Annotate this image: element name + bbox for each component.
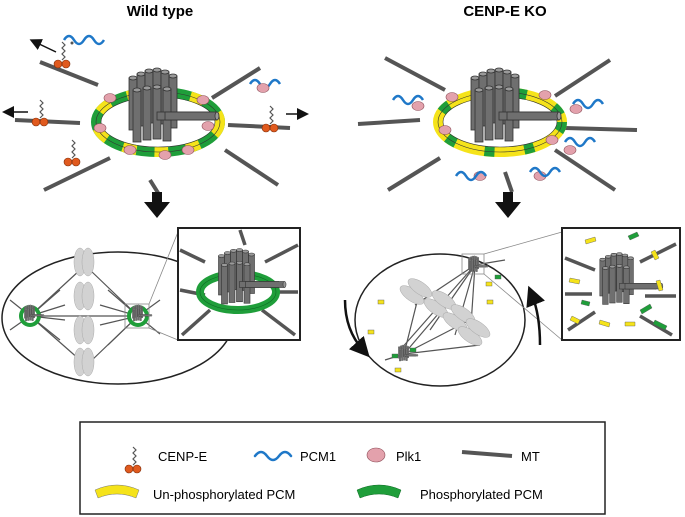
rotation-arrow-icon bbox=[343, 299, 370, 358]
legend-pcm1-label: PCM1 bbox=[300, 449, 336, 464]
wt-inset bbox=[177, 227, 301, 341]
ko-cell bbox=[343, 231, 563, 387]
legend: CENP-E PCM1 Plk1 MT Un-phosphorylated PC… bbox=[79, 421, 606, 515]
legend-plk1-label: Plk1 bbox=[396, 449, 421, 464]
legend-mt-label: MT bbox=[521, 449, 540, 464]
legend-pcm1-icon bbox=[253, 450, 293, 462]
ko-inset bbox=[561, 227, 681, 341]
legend-phos-label: Phosphorylated PCM bbox=[420, 487, 543, 502]
legend-unphos-label: Un-phosphorylated PCM bbox=[153, 487, 295, 502]
arrow-down-icon bbox=[144, 192, 170, 218]
legend-plk1-icon bbox=[366, 447, 386, 463]
legend-phos-icon bbox=[356, 484, 402, 499]
legend-unphos-icon bbox=[94, 484, 140, 499]
rotation-arrow-icon bbox=[526, 285, 545, 346]
legend-mt-icon bbox=[461, 450, 513, 458]
ko-top-scene bbox=[357, 56, 638, 193]
left-panel-title: Wild type bbox=[127, 3, 194, 20]
right-panel-title: CENP-E KO bbox=[463, 3, 547, 20]
wt-top-scene bbox=[2, 34, 309, 198]
wt-cell bbox=[1, 231, 235, 385]
legend-box bbox=[79, 421, 606, 515]
arrow-down-icon bbox=[495, 192, 521, 218]
legend-cenpe-label: CENP-E bbox=[158, 449, 207, 464]
